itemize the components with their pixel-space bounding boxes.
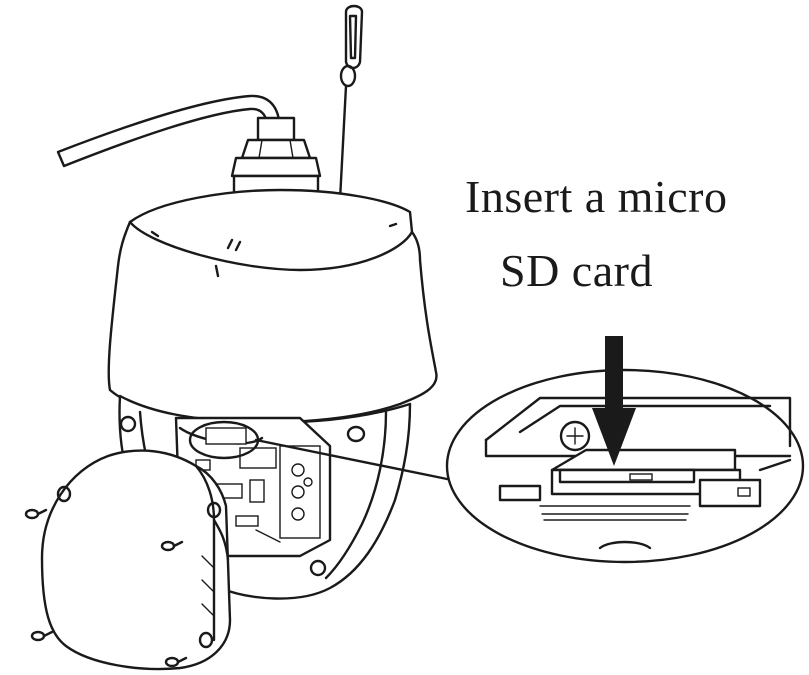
camera-housing xyxy=(107,188,438,424)
screw-icon xyxy=(24,508,188,668)
instruction-line-2: SD card xyxy=(500,245,653,296)
sd-slot-detail xyxy=(445,368,805,564)
down-arrow-icon xyxy=(592,336,636,466)
instruction-line-1: Insert a micro xyxy=(465,171,728,222)
removed-cover xyxy=(40,449,232,671)
callout-leader xyxy=(188,420,454,482)
